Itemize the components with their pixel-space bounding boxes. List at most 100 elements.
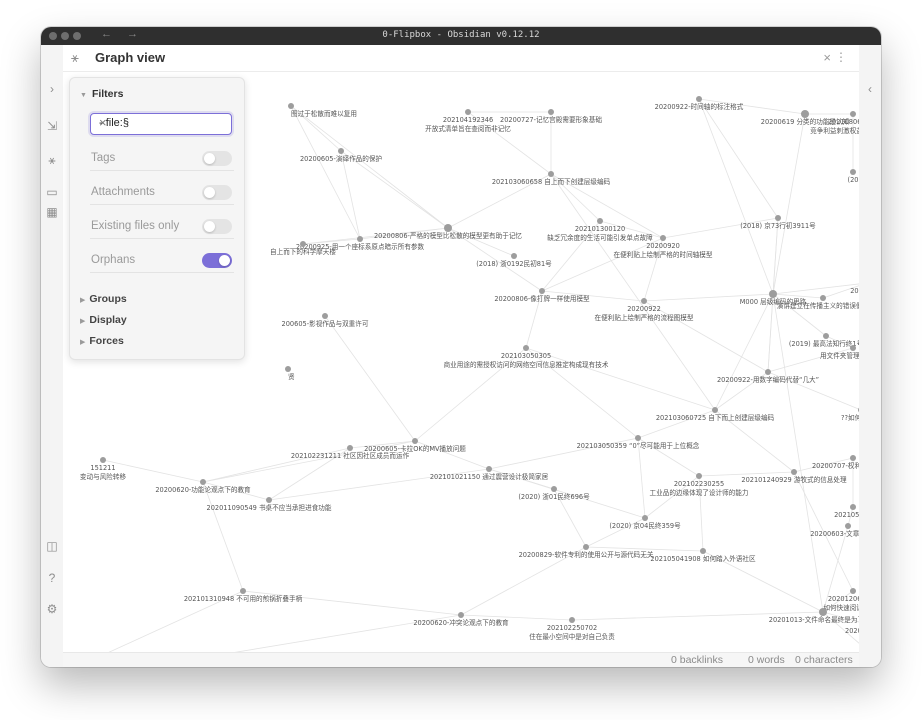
graph-node-dot[interactable]: [700, 548, 706, 554]
graph-node[interactable]: 20200603-文章中的服注: [810, 523, 859, 538]
graph-node-dot[interactable]: [696, 473, 702, 479]
attachments-toggle[interactable]: [202, 185, 232, 200]
graph-node-dot[interactable]: [845, 523, 851, 529]
settings-icon[interactable]: ⚙: [46, 602, 58, 616]
expand-left-sidebar-icon[interactable]: ›: [50, 82, 54, 96]
graph-node[interactable]: 202103050359 “0”尽可能用于上位概念: [577, 435, 700, 450]
section-forces[interactable]: ▶Forces: [80, 335, 124, 347]
graph-node[interactable]: 20200620-冲突论观点下的教育: [413, 612, 509, 627]
graph-node-dot[interactable]: [486, 466, 492, 472]
graph-node-dot[interactable]: [511, 253, 517, 259]
expand-right-sidebar-icon[interactable]: ‹: [868, 82, 872, 96]
graph-node-dot[interactable]: [765, 369, 771, 375]
graph-node[interactable]: 202105073: [834, 504, 859, 519]
clear-search-icon[interactable]: ×: [99, 115, 107, 130]
graph-node-dot[interactable]: [858, 407, 859, 413]
graph-node-dot[interactable]: [300, 241, 306, 247]
graph-node[interactable]: 202103060725 自下而上创建层级编码: [656, 407, 775, 422]
close-icon[interactable]: ×: [823, 50, 831, 65]
graph-node[interactable]: 202101021150 通过震营设计极简家居: [430, 466, 549, 481]
graph-node-dot[interactable]: [850, 345, 856, 351]
graph-node-dot[interactable]: [569, 617, 575, 623]
graph-node[interactable]: 20200625: [850, 280, 859, 295]
command-palette-icon[interactable]: ▭: [46, 185, 58, 199]
zoom-window-button[interactable]: [73, 32, 81, 40]
graph-node[interactable]: (2020) 京04民终359号: [609, 515, 681, 530]
graph-node[interactable]: 20200620-功能论观点下的教育: [155, 479, 251, 494]
minimize-window-button[interactable]: [61, 32, 69, 40]
section-groups[interactable]: ▶Groups: [80, 293, 127, 305]
graph-node-dot[interactable]: [791, 469, 797, 475]
graph-node-dot[interactable]: [347, 445, 353, 451]
graph-node-dot[interactable]: [288, 103, 294, 109]
graph-node[interactable]: 20200727-记忆宫殿需要形象基础: [500, 109, 602, 124]
graph-node-dot[interactable]: [769, 290, 777, 298]
graph-node-dot[interactable]: [322, 313, 328, 319]
graph-node-dot[interactable]: [523, 345, 529, 351]
graph-node[interactable]: 202101240929 游牧式的信息处理: [741, 469, 847, 484]
graph-node[interactable]: 202105041908 如何踏入外语社区: [650, 548, 756, 563]
graph-node-dot[interactable]: [444, 224, 452, 232]
graph-node-dot[interactable]: [850, 455, 856, 461]
graph-node[interactable]: 200605-影视作品与双重许可: [282, 313, 369, 328]
graph-node[interactable]: 20200925-用一个座标系原点暗示所有参数: [296, 236, 425, 251]
tags-toggle[interactable]: [202, 151, 232, 166]
dashboard-icon[interactable]: ▦: [46, 205, 58, 219]
graph-node[interactable]: 20200605-演绎作品的保护: [300, 148, 383, 163]
graph-node-dot[interactable]: [357, 236, 363, 242]
graph-node[interactable]: 20200829-软件专利的使用公开与源代码无关: [519, 544, 654, 559]
graph-node[interactable]: 20201013-文件命名最终是为了定位: [769, 608, 859, 624]
filters-heading[interactable]: ▼Filters: [80, 88, 123, 100]
graph-node[interactable]: 20200922-用数字编码代替“几大”: [717, 369, 819, 384]
graph-node[interactable]: M000 层级编码的思路: [740, 290, 807, 306]
graph-node-dot[interactable]: [635, 435, 641, 441]
close-window-button[interactable]: [49, 32, 57, 40]
graph-node[interactable]: 20200806-严格的模型比松散的模型更有助于记忆: [374, 224, 522, 240]
graph-node-dot[interactable]: [850, 588, 856, 594]
graph-node[interactable]: ??如何快速阅: [841, 407, 859, 422]
graph-node-dot[interactable]: [266, 497, 272, 503]
graph-node-dot[interactable]: [200, 479, 206, 485]
graph-node[interactable]: 20200619 分类的功能是认知: [761, 110, 849, 126]
graph-node[interactable]: (2019) 最高法知行终1号: [789, 333, 859, 348]
graph-node-dot[interactable]: [412, 438, 418, 444]
graph-node-dot[interactable]: [801, 110, 809, 118]
graph-node[interactable]: 用文件夹管理形式属性: [820, 345, 859, 360]
graph-node[interactable]: 20200806-像打牌一样使用模型: [494, 288, 590, 303]
graph-node-dot[interactable]: [285, 366, 291, 372]
graph-node[interactable]: 202102231211 社区因社区成员而运作: [291, 445, 410, 460]
section-display[interactable]: ▶Display: [80, 314, 127, 326]
graph-node[interactable]: 贤: [285, 366, 295, 381]
graph-node-dot[interactable]: [240, 588, 246, 594]
graph-node[interactable]: 图过于松散而难以复用: [288, 103, 357, 118]
graph-node-dot[interactable]: [660, 235, 666, 241]
help-icon[interactable]: ?: [48, 571, 56, 585]
graph-node-dot[interactable]: [850, 111, 856, 117]
graph-node[interactable]: 202108061037竞争利益刺激权益保护、扰乱: [810, 111, 859, 135]
existing-files-only-toggle[interactable]: [202, 219, 232, 234]
vault-icon[interactable]: ◫: [46, 539, 58, 553]
graph-node-dot[interactable]: [850, 504, 856, 510]
graph-node[interactable]: 202011090549 书桌不应当承担进食功能: [207, 497, 332, 512]
graph-svg[interactable]: 图过于松散而难以复用202104192346开放式清单旨在查阅而非记忆20200…: [63, 72, 859, 652]
graph-node[interactable]: (2020) 浙01民终696号: [518, 486, 590, 501]
graph-node-dot[interactable]: [850, 169, 856, 175]
graph-node-dot[interactable]: [820, 295, 826, 301]
graph-node[interactable]: (2018) 京73行初3911号: [740, 215, 816, 230]
graph-node-dot[interactable]: [696, 96, 702, 102]
graph-node[interactable]: (20: [848, 169, 859, 184]
graph-node[interactable]: 20200605-卡拉OK的MV播放问题: [364, 438, 466, 453]
graph-view-icon[interactable]: ⚹: [48, 153, 56, 167]
graph-node[interactable]: 202103060658 自上而下创建层级编码: [492, 171, 611, 186]
graph-node-dot[interactable]: [642, 515, 648, 521]
graph-node-dot[interactable]: [819, 608, 827, 616]
graph-node[interactable]: 202101310948 不可用的煎锅折叠手柄: [184, 588, 303, 603]
graph-node[interactable]: 演讲建立在传播主义的错误假设: [777, 295, 859, 310]
graph-node-dot[interactable]: [338, 148, 344, 154]
graph-node[interactable]: 20200707-权利、利益与法: [812, 455, 859, 470]
graph-node-dot[interactable]: [548, 109, 554, 115]
